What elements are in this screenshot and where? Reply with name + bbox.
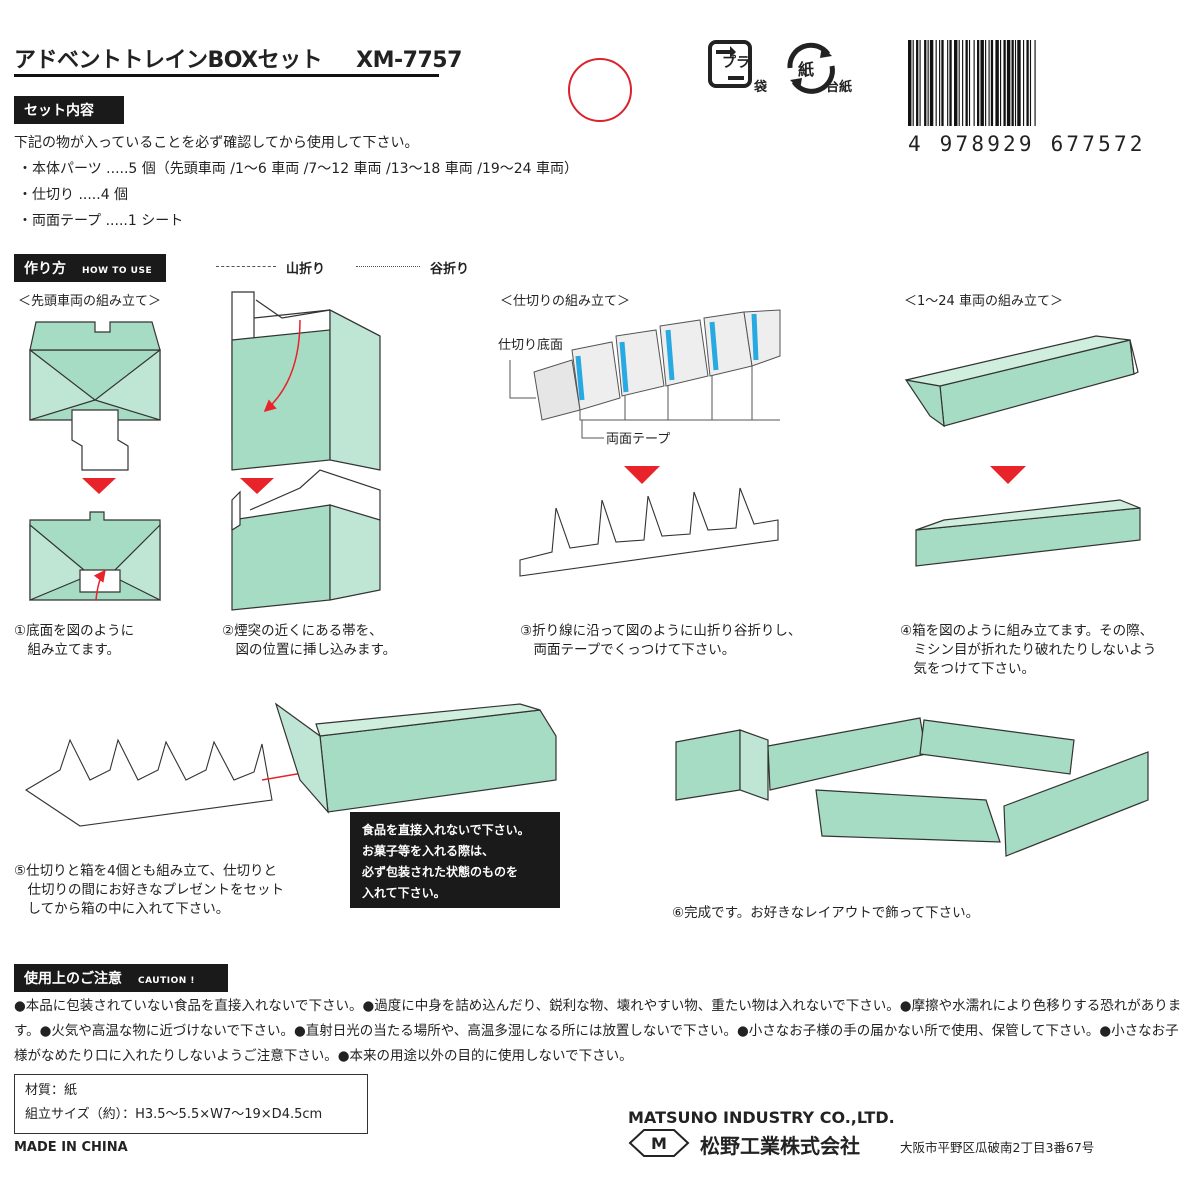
howto-heading-text: 作り方 <box>24 261 66 277</box>
mountain-fold-line <box>216 266 276 267</box>
caution-heading: 使用上のご注意 CAUTION ! <box>14 964 228 992</box>
contents-item: ・仕切り .....4 個 <box>18 187 129 203</box>
company-name-jp: 松野工業株式会社 <box>700 1134 860 1158</box>
logo-letter: M <box>651 1134 667 1153</box>
step4-arrow-triangle <box>990 466 1026 484</box>
step6-layout <box>675 717 1149 857</box>
howto-heading-en: HOW TO USE <box>82 266 153 276</box>
food-warning-box: 食品を直接入れないで下さい。 お菓子等を入れる際は、 必ず包装された状態のものを… <box>350 812 560 908</box>
step-caption-3: ③折り線に沿って図のように山折り谷折りし、 両面テープでくっつけて下さい。 <box>520 623 802 658</box>
plastic-recycle-icon <box>706 38 764 96</box>
step2-box-done <box>231 469 381 611</box>
step2-box-open <box>231 291 381 471</box>
company-name-en: MATSUNO INDUSTRY CO.,LTD. <box>628 1108 895 1127</box>
company-logo: M <box>628 1128 690 1158</box>
plastic-mark-label: 袋 <box>754 80 768 95</box>
product-code: XM-7757 <box>356 48 462 73</box>
barcode-number: 4 978929 677572 <box>908 132 1146 156</box>
valley-fold-label: 谷折り <box>430 262 470 277</box>
spec-size: 組立サイズ（約）：H3.5～5.5×W7～19×D4.5cm <box>25 1107 323 1122</box>
step1-base-open <box>29 321 161 471</box>
step3-arrow-triangle <box>624 466 660 484</box>
caution-text: ●本品に包装されていない食品を直接入れないで下さい。●過度に中身を詰め込んだり、… <box>14 998 1182 1064</box>
spec-box: 材質：紙 組立サイズ（約）：H3.5～5.5×W7～19×D4.5cm <box>14 1074 368 1134</box>
step-caption-5: ⑤仕切りと箱を4個とも組み立て、仕切りと 仕切りの間にお好きなプレゼントをセット… <box>14 863 284 917</box>
title-text: アドベントトレインBOXセット <box>14 48 323 73</box>
caution-heading-en: CAUTION ! <box>138 976 196 986</box>
spec-material: 材質：紙 <box>25 1083 78 1098</box>
step3-divider-folded <box>519 487 779 577</box>
step5-dividers <box>24 738 273 827</box>
step3-divider-flat <box>509 309 781 439</box>
section-divider: ＜仕切りの組み立て＞ <box>500 294 631 309</box>
section-cars: ＜1～24 車両の組み立て＞ <box>904 294 1063 309</box>
plastic-mark-text: プラ <box>722 55 750 71</box>
contents-heading: セット内容 <box>14 96 124 124</box>
step-caption-6: ⑥完成です。お好きなレイアウトで飾って下さい。 <box>672 905 980 921</box>
paper-recycle-icon <box>782 38 840 96</box>
product-title: アドベントトレインBOXセット XM-7757 <box>14 42 462 74</box>
step4-box-done <box>915 499 1141 567</box>
contents-item: ・両面テープ .....1 シート <box>18 213 184 229</box>
title-underline <box>14 74 439 77</box>
step-caption-1: ①底面を図のように 組み立てます。 <box>14 623 135 658</box>
step5-box <box>274 702 557 814</box>
howto-heading: 作り方 HOW TO USE <box>14 254 166 282</box>
paper-mark-text: 紙 <box>798 60 815 79</box>
mountain-fold-label: 山折り <box>286 262 326 277</box>
label-divider-base: 仕切り底面 <box>498 338 564 353</box>
contents-intro: 下記の物が入っていることを必ず確認してから使用して下さい。 <box>14 135 419 151</box>
step1-arrow-triangle <box>82 478 116 494</box>
step-caption-2: ②煙突の近くにある帯を、 図の位置に挿し込みます。 <box>222 623 397 658</box>
paper-mark-label: 台紙 <box>826 80 853 95</box>
step-caption-4: ④箱を図のように組み立てます。その際、 ミシン目が折れたり破れたりしないよう 気… <box>900 623 1157 677</box>
valley-fold-line <box>356 266 420 267</box>
made-in: MADE IN CHINA <box>14 1140 128 1155</box>
contents-item: ・本体パーツ .....5 個（先頭車両 /1～6 車両 /7～12 車両 /1… <box>18 161 579 177</box>
red-circle-mark <box>568 58 632 122</box>
caution-heading-text: 使用上のご注意 <box>24 971 122 987</box>
step1-base-closed <box>29 511 161 601</box>
section-front-car: ＜先頭車両の組み立て＞ <box>18 294 162 309</box>
company-address: 大阪市平野区瓜破南2丁目3番67号 <box>900 1140 1095 1155</box>
step2-arrow-triangle <box>240 478 274 494</box>
label-double-tape: 両面テープ <box>606 432 671 447</box>
barcode <box>908 40 1162 126</box>
step4-box-open <box>904 335 1139 428</box>
